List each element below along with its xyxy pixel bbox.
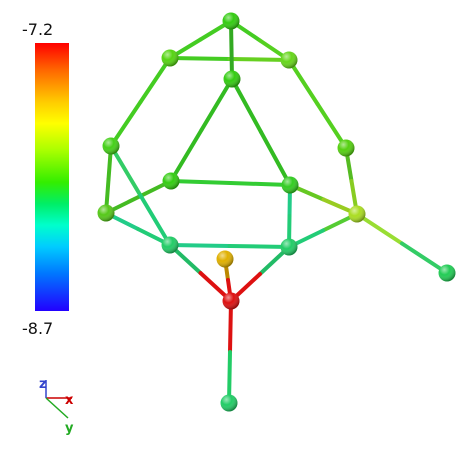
atom-a14[interactable] bbox=[222, 292, 240, 310]
atom-a12[interactable] bbox=[280, 238, 298, 256]
y-axis-arrow bbox=[45, 397, 69, 419]
colorbar-max-label: -7.2 bbox=[22, 20, 54, 39]
bond-a3-a6-a bbox=[287, 58, 320, 106]
bond-a7-a8-a bbox=[169, 179, 233, 185]
atom-a5[interactable] bbox=[102, 137, 120, 155]
bond-a10-a15-b bbox=[400, 241, 449, 275]
atom-a4[interactable] bbox=[223, 70, 241, 88]
bond-a10-a15-a bbox=[355, 212, 404, 246]
bond-a14-a16-a bbox=[228, 299, 233, 354]
colorbar bbox=[35, 43, 69, 311]
bond-a11-a12-b bbox=[227, 244, 291, 249]
bond-a4-a8-a bbox=[230, 77, 263, 134]
bond-a2-a5-a bbox=[138, 56, 172, 104]
atom-a6[interactable] bbox=[337, 139, 355, 157]
bond-a7-a8-b bbox=[228, 181, 292, 187]
bond-a4-a8-b bbox=[259, 130, 292, 187]
atom-a13[interactable] bbox=[216, 250, 234, 268]
bond-a2-a5-b bbox=[109, 100, 143, 148]
y-axis-label: y bbox=[65, 421, 74, 436]
atoms bbox=[97, 12, 456, 412]
bond-a4-a7-a bbox=[199, 77, 234, 132]
atom-a16[interactable] bbox=[220, 394, 238, 412]
bond-a2-a3-a bbox=[168, 56, 232, 61]
x-axis-label: x bbox=[65, 393, 74, 408]
bonds bbox=[104, 19, 449, 405]
bond-a5-a11-a bbox=[109, 144, 143, 198]
bond-a3-a6-b bbox=[315, 102, 348, 150]
atom-a2[interactable] bbox=[161, 49, 179, 67]
bond-a4-a7-b bbox=[169, 128, 204, 183]
bond-a11-a12-a bbox=[168, 243, 232, 248]
axes-triad: z x y bbox=[39, 377, 74, 436]
atom-a15[interactable] bbox=[438, 264, 456, 282]
z-axis-label: z bbox=[39, 377, 47, 392]
atom-a1[interactable] bbox=[222, 12, 240, 30]
bond-a14-a16-b bbox=[227, 350, 232, 405]
atom-a11[interactable] bbox=[161, 236, 179, 254]
bond-a2-a3-b bbox=[227, 57, 291, 62]
atom-a8[interactable] bbox=[281, 176, 299, 194]
atom-a10[interactable] bbox=[348, 205, 366, 223]
colorbar-min-label: -8.7 bbox=[22, 319, 54, 338]
atom-a3[interactable] bbox=[280, 51, 298, 69]
atom-a9[interactable] bbox=[97, 204, 115, 222]
atom-a7[interactable] bbox=[162, 172, 180, 190]
bond-a5-a11-b bbox=[138, 193, 172, 247]
